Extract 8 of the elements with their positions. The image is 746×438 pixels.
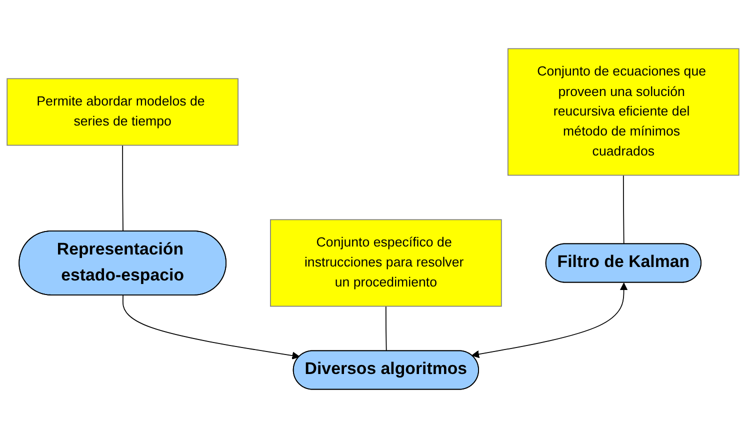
node-box: Permite abordar modelos de series de tiempo — [6, 78, 238, 146]
arrow — [122, 294, 300, 360]
node-box: Conjunto específico de instrucciones para resolver un procedimiento — [270, 219, 502, 307]
connector — [122, 144, 124, 232]
node-box: Conjunto de ecuaciones que proveen una solución reucursiva eficiente del método de mínimos cuadrados — [508, 48, 740, 176]
connector — [622, 174, 624, 245]
arrow — [472, 282, 628, 358]
connector — [386, 306, 387, 352]
